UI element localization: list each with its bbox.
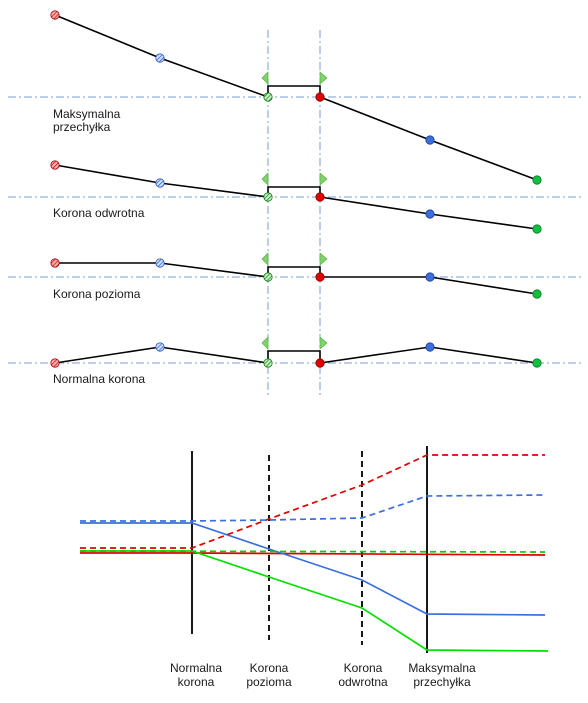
- flag-left: [261, 71, 269, 85]
- median-box: [267, 350, 321, 363]
- point-blue-hatched: [155, 342, 165, 352]
- stage-label-odwrotna-line2: odwrotna: [338, 675, 388, 689]
- flag-left: [261, 336, 269, 350]
- stage-label-pozioma-line2: pozioma: [246, 675, 292, 689]
- row-label: Korona pozioma: [53, 287, 141, 301]
- line-green-dashed: [79, 550, 546, 553]
- point-green: [532, 224, 542, 234]
- point-green: [532, 175, 542, 185]
- flag-left: [261, 252, 269, 266]
- point-blue-hatched: [155, 178, 165, 188]
- transition-diagram: Normalna korona Korona pozioma Korona od…: [79, 446, 549, 689]
- flag-right: [319, 336, 328, 350]
- point-red-hatched: [50, 10, 60, 20]
- point-red: [315, 92, 325, 102]
- flag-right: [319, 172, 328, 186]
- median-box: [267, 266, 321, 277]
- stage-label-normalna-line2: korona: [178, 675, 215, 689]
- line-blue-solid: [80, 522, 546, 616]
- row-maksymalna: Maksymalna przechyłka: [50, 10, 542, 185]
- median-box: [267, 85, 321, 97]
- line-green-solid: [80, 550, 549, 652]
- line-red-dashed: [80, 454, 545, 549]
- row-label: Korona odwrotna: [53, 206, 145, 220]
- line-blue-dashed: [80, 494, 546, 522]
- row-normalna: Normalna korona: [50, 336, 542, 386]
- cross-sections: Maksymalna przechyłka Korona odwrotna: [8, 10, 582, 398]
- point-green: [532, 289, 542, 299]
- row-odwrotna: Korona odwrotna: [50, 160, 542, 234]
- point-green-hatched: [263, 358, 273, 368]
- row-label-line1: Maksymalna: [53, 107, 121, 121]
- flag-right: [319, 71, 328, 85]
- point-blue: [425, 209, 435, 219]
- point-green-hatched: [263, 272, 273, 282]
- stage-label-maksymalna-line1: Maksymalna: [408, 661, 476, 675]
- point-green: [532, 358, 542, 368]
- point-green-hatched: [263, 92, 273, 102]
- median-box: [267, 186, 321, 197]
- row-label-line2: przechyłka: [53, 120, 111, 134]
- stage-label-odwrotna-line1: Korona: [344, 661, 383, 675]
- row-pozioma: Korona pozioma: [50, 252, 542, 301]
- row-label: Normalna korona: [53, 372, 145, 386]
- stage-label-normalna-line1: Normalna: [170, 661, 222, 675]
- point-red-hatched: [50, 258, 60, 268]
- point-green-hatched: [263, 192, 273, 202]
- point-red: [315, 192, 325, 202]
- point-red: [315, 272, 325, 282]
- stage-label-pozioma-line1: Korona: [250, 661, 289, 675]
- point-red: [315, 358, 325, 368]
- point-blue: [425, 135, 435, 145]
- point-blue-hatched: [155, 258, 165, 268]
- point-red-hatched: [50, 358, 60, 368]
- point-blue: [425, 342, 435, 352]
- point-blue-hatched: [155, 53, 165, 63]
- line-red-solid: [80, 552, 546, 556]
- point-blue: [425, 272, 435, 282]
- point-red-hatched: [50, 160, 60, 170]
- flag-left: [261, 172, 269, 186]
- flag-right: [319, 252, 328, 266]
- stage-label-maksymalna-line2: przechyłka: [413, 675, 471, 689]
